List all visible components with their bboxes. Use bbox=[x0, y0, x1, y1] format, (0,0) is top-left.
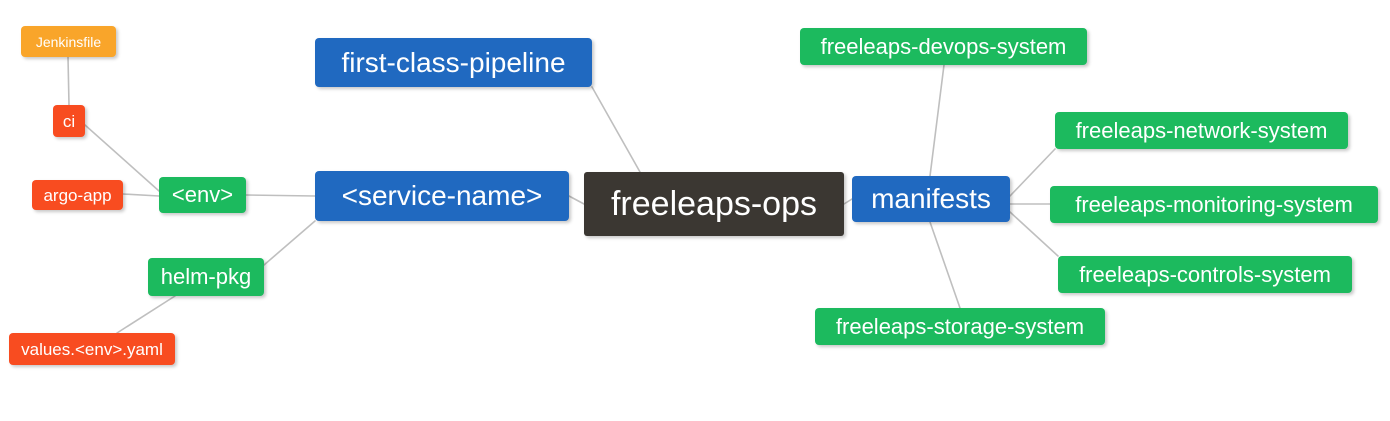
node-values-env-yaml[interactable]: values.<env>.yaml bbox=[9, 333, 175, 365]
edge-root-to-manifests bbox=[843, 198, 853, 205]
node-first-class-pipeline[interactable]: first-class-pipeline bbox=[315, 38, 592, 87]
node-manifests[interactable]: manifests bbox=[852, 176, 1010, 222]
node-jenkinsfile[interactable]: Jenkinsfile bbox=[21, 26, 116, 57]
node-service-name[interactable]: <service-name> bbox=[315, 171, 569, 221]
edge-service-name-to-helm-pkg bbox=[263, 220, 316, 266]
node-freeleaps-devops-system[interactable]: freeleaps-devops-system bbox=[800, 28, 1087, 65]
edge-manifests-to-freeleaps-devops-system bbox=[929, 64, 945, 177]
node-env[interactable]: <env> bbox=[159, 177, 246, 213]
edge-env-to-ci bbox=[84, 124, 160, 192]
node-freeleaps-network-system[interactable]: freeleaps-network-system bbox=[1055, 112, 1348, 149]
node-root[interactable]: freeleaps-ops bbox=[584, 172, 844, 236]
node-ci[interactable]: ci bbox=[53, 105, 85, 137]
edge-ci-to-jenkinsfile bbox=[67, 56, 70, 106]
edge-manifests-to-freeleaps-storage-system bbox=[929, 221, 961, 309]
edge-manifests-to-freeleaps-controls-system bbox=[1009, 211, 1059, 257]
node-argo-app[interactable]: argo-app bbox=[32, 180, 123, 210]
edge-root-to-service-name bbox=[568, 195, 585, 205]
node-helm-pkg[interactable]: helm-pkg bbox=[148, 258, 264, 296]
edge-env-to-argo-app bbox=[122, 193, 160, 197]
node-freeleaps-storage-system[interactable]: freeleaps-storage-system bbox=[815, 308, 1105, 345]
edge-manifests-to-freeleaps-network-system bbox=[1009, 148, 1056, 197]
edge-root-to-first-class-pipeline bbox=[591, 86, 641, 173]
edge-service-name-to-env bbox=[245, 194, 316, 197]
node-freeleaps-monitoring-system[interactable]: freeleaps-monitoring-system bbox=[1050, 186, 1378, 223]
edge-helm-pkg-to-values-env-yaml bbox=[116, 295, 176, 334]
node-freeleaps-controls-system[interactable]: freeleaps-controls-system bbox=[1058, 256, 1352, 293]
